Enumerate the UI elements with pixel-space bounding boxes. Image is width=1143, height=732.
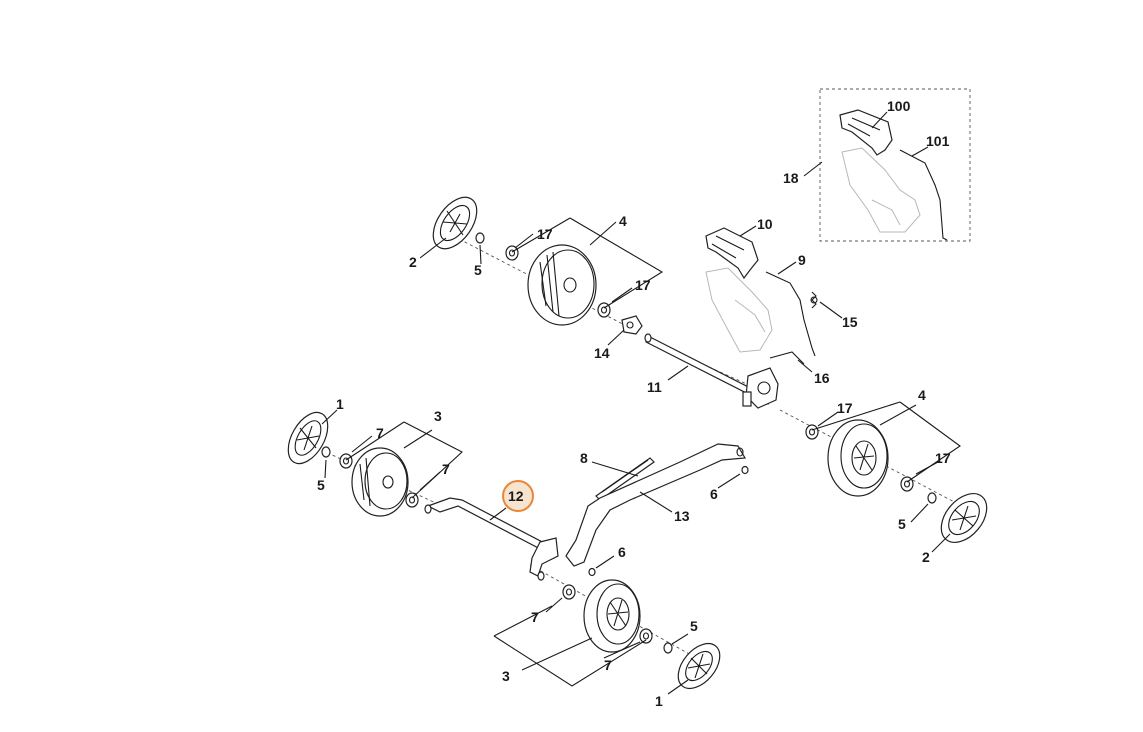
label-part-17-b[interactable]: 17 [635, 277, 651, 293]
label-part-2-b[interactable]: 2 [922, 549, 930, 565]
part-15-spring [810, 291, 818, 309]
part-6-screw-a [741, 465, 749, 475]
label-part-11[interactable]: 11 [647, 379, 662, 395]
label-part-13[interactable]: 13 [674, 508, 690, 524]
label-part-5-a[interactable]: 5 [474, 262, 482, 278]
label-part-8[interactable]: 8 [580, 450, 588, 466]
label-part-4-a[interactable]: 4 [619, 213, 627, 229]
label-part-16[interactable]: 16 [814, 370, 830, 386]
label-part-4-b[interactable]: 4 [918, 387, 926, 403]
part-5-nut-upper [475, 232, 485, 244]
label-part-17-d[interactable]: 17 [935, 450, 951, 466]
label-part-7-c[interactable]: 7 [531, 609, 539, 625]
part-17-spacer-right-a [805, 424, 819, 440]
part-101-rod [899, 149, 948, 241]
part-12-axle [424, 497, 559, 581]
label-part-17-c[interactable]: 17 [837, 400, 853, 416]
part-7-spacer-bottom-b [639, 628, 653, 644]
part-17-spacer-upper-b [597, 302, 611, 318]
part-2-hubcap-upper [432, 196, 478, 250]
label-part-5-b[interactable]: 5 [317, 477, 325, 493]
part-1-hubcap-bottom [677, 642, 721, 690]
part-5-nut-left [321, 446, 331, 458]
part-4-wheel-right [827, 419, 889, 497]
label-part-9[interactable]: 9 [798, 252, 806, 268]
label-part-12[interactable]: 12 [508, 488, 524, 504]
part-5-nut-right [927, 492, 937, 504]
label-part-3-a[interactable]: 3 [434, 408, 442, 424]
label-part-6-a[interactable]: 6 [710, 486, 718, 502]
label-part-100[interactable]: 100 [887, 98, 911, 114]
part-2-hubcap-right [940, 493, 988, 543]
part-6-screw-b [588, 567, 596, 577]
part-13-handle-bar [565, 443, 746, 567]
part-17-spacer-upper-a [505, 245, 519, 261]
label-part-101[interactable]: 101 [926, 133, 950, 149]
part-7-spacer-left-b [405, 492, 419, 508]
label-part-7-b[interactable]: 7 [442, 461, 450, 477]
label-part-6-b[interactable]: 6 [618, 544, 626, 560]
part-11-axle [644, 333, 779, 409]
part-labels: 100 101 18 17 4 10 2 5 9 17 15 14 16 11 … [317, 98, 951, 709]
part-10-lever-assembly [705, 227, 773, 353]
part-100-bracket [839, 109, 893, 156]
label-part-1-b[interactable]: 1 [655, 693, 663, 709]
part-14-clip [621, 315, 643, 335]
part-1-hubcap-left [287, 411, 329, 465]
label-part-15[interactable]: 15 [842, 314, 858, 330]
part-7-spacer-left-a [339, 453, 353, 469]
label-part-10[interactable]: 10 [757, 216, 773, 232]
label-part-17-a[interactable]: 17 [537, 226, 553, 242]
label-part-2-a[interactable]: 2 [409, 254, 417, 270]
part-3-wheel-left [351, 447, 409, 517]
part-9-rod [765, 271, 816, 357]
highlight-circle-part-12[interactable] [502, 480, 534, 512]
part-4-wheel-upper [527, 244, 597, 326]
part-3-wheel-bottom [583, 579, 641, 653]
label-part-3-b[interactable]: 3 [502, 668, 510, 684]
label-part-7-a[interactable]: 7 [376, 425, 384, 441]
part-7-spacer-bottom-a [562, 584, 576, 600]
label-part-1-a[interactable]: 1 [336, 396, 344, 412]
leader-lines [321, 217, 961, 695]
inset-box [803, 88, 971, 242]
part-16-link [769, 351, 805, 365]
part-5-nut-bottom [663, 642, 673, 654]
label-part-7-d[interactable]: 7 [604, 657, 612, 673]
label-part-5-c[interactable]: 5 [898, 516, 906, 532]
label-part-14[interactable]: 14 [594, 345, 610, 361]
label-part-5-d[interactable]: 5 [690, 618, 698, 634]
label-part-18[interactable]: 18 [783, 170, 799, 186]
